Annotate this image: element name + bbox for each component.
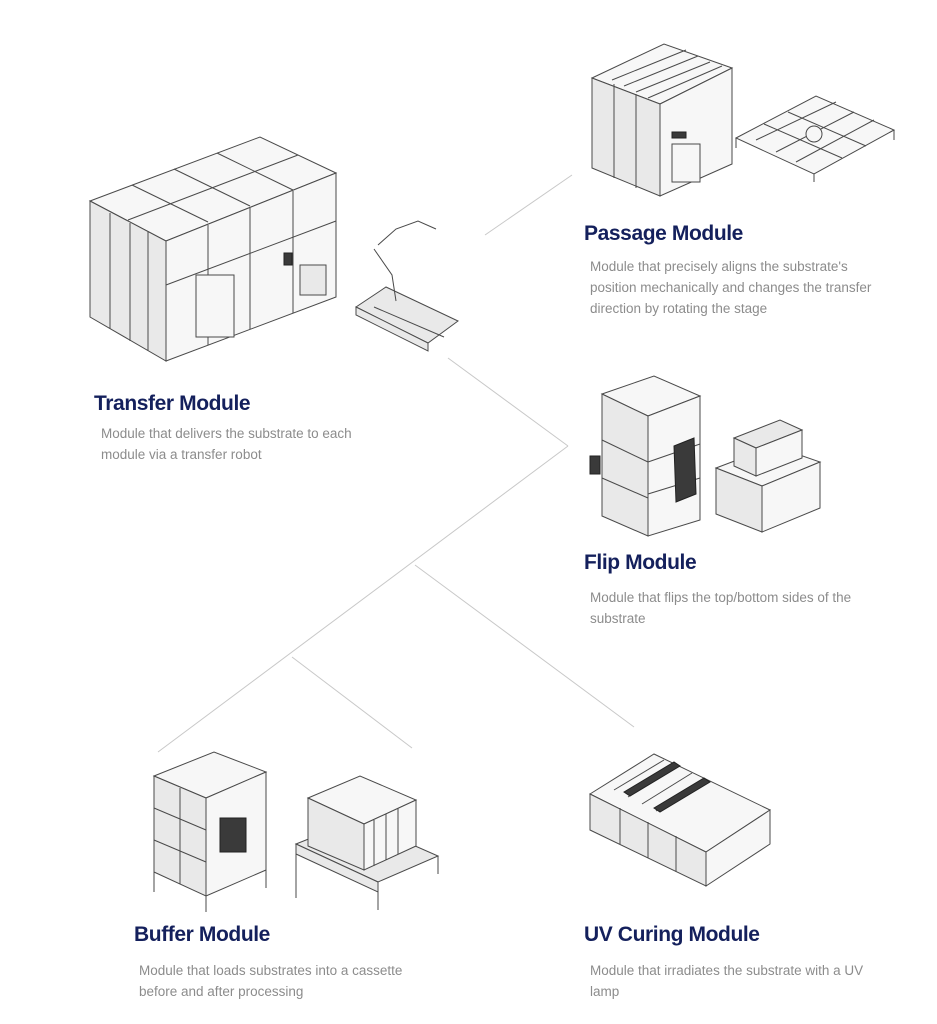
connector-transfer-passage xyxy=(484,174,573,236)
buffer-module-description: Module that loads substrates into a cass… xyxy=(139,963,403,999)
uv-curing-module-description: Module that irradiates the substrate wit… xyxy=(590,963,864,999)
uv-curing-module-title: UV Curing Module xyxy=(584,923,760,946)
passage-module-illustration xyxy=(590,43,896,197)
passage-module-title: Passage Module xyxy=(584,222,743,245)
flip-module-description: Module that flips the top/bottom sides o… xyxy=(590,590,852,626)
buffer-module-illustration xyxy=(152,751,440,912)
uv-curing-module-illustration xyxy=(588,753,772,887)
flip-module-illustration xyxy=(589,375,822,537)
connector-flip-buffer xyxy=(157,445,569,753)
transfer-module-description: Module that delivers the substrate to ea… xyxy=(101,426,352,462)
buffer-module-title: Buffer Module xyxy=(134,923,270,946)
connector-transfer-flip xyxy=(447,357,569,447)
flip-module-title: Flip Module xyxy=(584,551,697,574)
transfer-module-title: Transfer Module xyxy=(94,392,251,415)
passage-module-description: Module that precisely aligns the substra… xyxy=(590,259,872,316)
connector-branch-uv xyxy=(414,564,635,728)
connector-branch-buffer xyxy=(291,656,413,749)
transfer-module-illustration xyxy=(88,136,459,362)
